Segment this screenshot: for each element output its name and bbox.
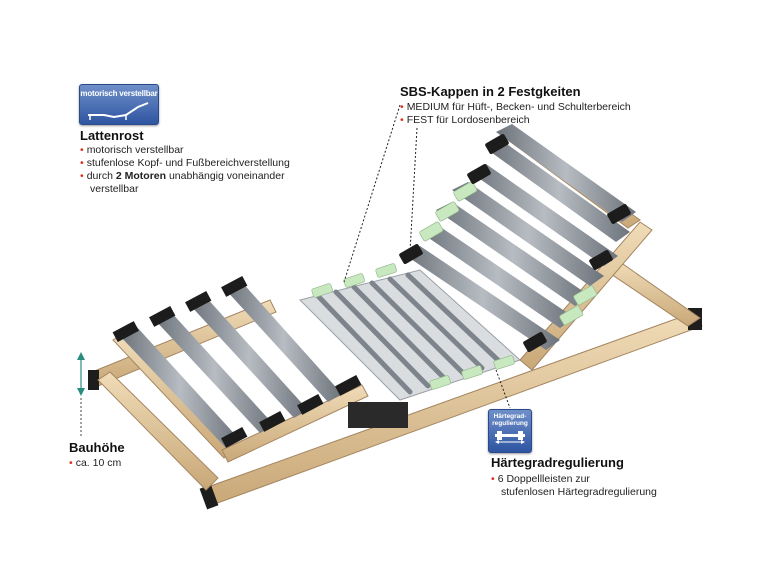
bauhoehe-title: Bauhöhe <box>69 440 125 455</box>
badge-label-line1: Härtegrad- <box>493 413 527 420</box>
list-item-continued: stufenlosen Härtegradregulierung <box>501 486 657 498</box>
list-item: •ca. 10 cm <box>69 457 122 469</box>
slat-adjust-icon <box>495 431 525 444</box>
list-item-continued: verstellbar <box>90 183 139 195</box>
list-item: •motorisch verstellbar <box>80 144 184 156</box>
badge-label: motorisch verstellbar <box>80 89 158 98</box>
haertegrad-badge: Härtegrad-regulierung <box>488 409 532 453</box>
haertegrad-list: •6 Doppellleisten zur stufenlosen Härteg… <box>491 473 731 499</box>
list-item: •MEDIUM für Hüft-, Becken- und Schulterb… <box>400 101 631 113</box>
lattenrost-list: •motorisch verstellbar •stufenlose Kopf-… <box>80 144 330 196</box>
adjustable-bed-icon <box>88 102 149 120</box>
list-item: •FEST für Lordosenbereich <box>400 114 530 126</box>
list-item: •durch 2 Motoren unabhängig voneinander <box>80 170 285 182</box>
sbs-title: SBS-Kappen in 2 Festgkeiten <box>400 84 581 99</box>
lattenrost-title: Lattenrost <box>80 128 144 143</box>
badge-label-line2: regulierung <box>492 420 528 427</box>
motor-adjustable-badge: motorisch verstellbar <box>79 84 159 125</box>
height-arrow-icon <box>77 352 85 436</box>
bauhoehe-list: •ca. 10 cm <box>69 457 121 470</box>
list-item: •stufenlose Kopf- und Fußbereichverstell… <box>80 157 290 169</box>
sbs-list: •MEDIUM für Hüft-, Becken- und Schulterb… <box>400 101 700 127</box>
list-item: •6 Doppellleisten zur <box>491 473 590 485</box>
haertegrad-title: Härtegradregulierung <box>491 455 624 470</box>
